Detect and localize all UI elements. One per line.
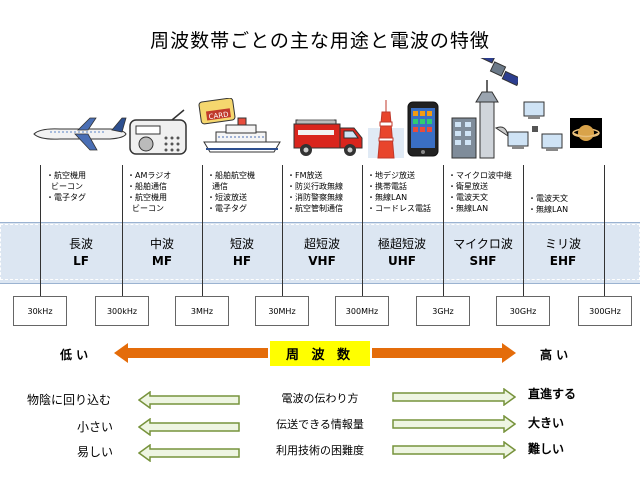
band-name-shf: マイクロ波 — [453, 237, 513, 251]
band-name-mf: 中波 — [149, 237, 174, 251]
row-arrow-right — [392, 441, 516, 459]
use-list-shf: ・マイクロ波中継 ・衛星放送 ・電波天文 ・無線LAN — [448, 170, 512, 214]
use-item: ・電子タグ — [46, 193, 86, 202]
use-item: ・コードレス電話 — [367, 204, 431, 213]
frequency-label: 周 波 数 — [270, 341, 370, 366]
row-center-label: 電波の伝わり方 — [281, 392, 359, 405]
row-low-label: 小さい — [77, 420, 114, 434]
page-title: 周波数帯ごとの主な用途と電波の特徴 — [150, 30, 490, 52]
freq-box-300ghz: 300GHz — [578, 296, 632, 326]
satellite-building-icon — [451, 58, 518, 159]
row-high-label: 難しい — [528, 442, 565, 456]
fire-truck-icon — [293, 119, 363, 156]
freq-box-300mhz: 300MHz — [335, 296, 389, 326]
axis-arrow-left — [114, 343, 268, 363]
row-low-label: 易しい — [77, 445, 114, 459]
use-item: ・FM放送 — [287, 171, 323, 180]
band-divider — [282, 222, 283, 284]
freq-box-30khz: 30kHz — [13, 296, 67, 326]
use-item: ・航空管制通信 — [287, 204, 343, 213]
row-arrow-right — [392, 415, 516, 433]
row-low-label: 物陰に回り込む — [27, 393, 112, 407]
row-arrow-left — [138, 391, 240, 409]
use-list-ehf: ・電波天文 ・無線LAN — [528, 193, 568, 215]
use-item: ・船舶航空機 — [207, 171, 255, 180]
band-name-ehf: ミリ波 — [544, 237, 581, 251]
use-item: ・電波天文 — [448, 193, 488, 202]
band-name-uhf: 極超短波 — [377, 237, 426, 251]
use-item: ・電子タグ — [207, 204, 247, 213]
use-item: ビーコン — [51, 182, 83, 191]
use-item: ・衛星放送 — [448, 182, 488, 191]
use-item: ・船舶通信 — [127, 182, 167, 191]
band-code-hf: HF — [232, 254, 252, 268]
freq-box-30mhz: 30MHz — [255, 296, 309, 326]
row-center-label: 伝送できる情報量 — [276, 418, 364, 431]
use-item: ・消防警察無線 — [287, 193, 343, 202]
use-item: ・地デジ放送 — [367, 171, 415, 180]
use-list-hf: ・船舶航空機 通信 ・短波放送 ・電子タグ — [207, 170, 255, 214]
band-code-ehf: EHF — [549, 254, 577, 268]
band-divider — [40, 222, 41, 284]
axis-high-label: 高 い — [540, 348, 569, 362]
computer-planet-icon — [507, 101, 602, 151]
use-list-mf: ・AMラジオ ・船舶通信 ・航空機用 ビーコン — [127, 170, 171, 214]
use-item: ・無線LAN — [448, 204, 489, 213]
ship-card-icon: CARD — [198, 98, 281, 153]
row-high-label: 大きい — [528, 416, 565, 430]
use-list-lf: ・航空機用 ビーコン ・電子タグ — [46, 170, 86, 203]
use-item: ・無線LAN — [367, 193, 408, 202]
band-divider — [122, 222, 123, 284]
use-item: ビーコン — [132, 204, 164, 213]
row-arrow-left — [138, 444, 240, 462]
band-code-mf: MF — [151, 254, 173, 268]
band-name-hf: 短波 — [229, 237, 254, 251]
band-name-lf: 長波 — [68, 237, 93, 251]
use-item: ・携帯電話 — [367, 182, 407, 191]
use-item: ・AMラジオ — [127, 171, 172, 180]
freq-box-300khz: 300kHz — [95, 296, 149, 326]
use-item: ・航空機用 — [127, 193, 167, 202]
band-code-lf: LF — [73, 254, 89, 268]
use-item: ・無線LAN — [528, 205, 569, 214]
freq-box-3mhz: 3MHz — [175, 296, 229, 326]
band-code-vhf: VHF — [308, 254, 336, 268]
row-arrow-left — [138, 418, 240, 436]
band-divider — [604, 222, 605, 284]
radio-icon — [129, 109, 187, 155]
use-item: 通信 — [212, 182, 228, 191]
use-list-uhf: ・地デジ放送 ・携帯電話 ・無線LAN ・コードレス電話 — [367, 170, 431, 214]
band-divider — [443, 222, 444, 284]
row-arrow-right — [392, 388, 516, 406]
band-divider — [202, 222, 203, 284]
axis-low-label: 低 い — [60, 348, 89, 362]
band-code-uhf: UHF — [388, 254, 416, 268]
svg-text:CARD: CARD — [208, 110, 229, 121]
band-divider — [362, 222, 363, 284]
use-list-vhf: ・FM放送 ・防災行政無線 ・消防警察無線 ・航空管制通信 — [287, 170, 343, 214]
freq-box-3ghz: 3GHz — [416, 296, 470, 326]
axis-arrow-right — [372, 343, 516, 363]
use-item: ・防災行政無線 — [287, 182, 343, 191]
use-item: ・短波放送 — [207, 193, 247, 202]
use-item: ・航空機用 — [46, 171, 86, 180]
use-item: ・マイクロ波中継 — [448, 171, 512, 180]
tower-phone-icon — [366, 98, 442, 160]
row-high-label: 直進する — [528, 387, 577, 401]
band-code-shf: SHF — [469, 254, 497, 268]
band-divider — [523, 222, 524, 284]
row-center-label: 利用技術の困難度 — [276, 444, 364, 457]
freq-box-30ghz: 30GHz — [496, 296, 550, 326]
band-strip — [0, 222, 640, 284]
band-name-vhf: 超短波 — [303, 237, 340, 251]
use-item: ・電波天文 — [528, 194, 568, 203]
airplane-icon — [33, 117, 127, 151]
